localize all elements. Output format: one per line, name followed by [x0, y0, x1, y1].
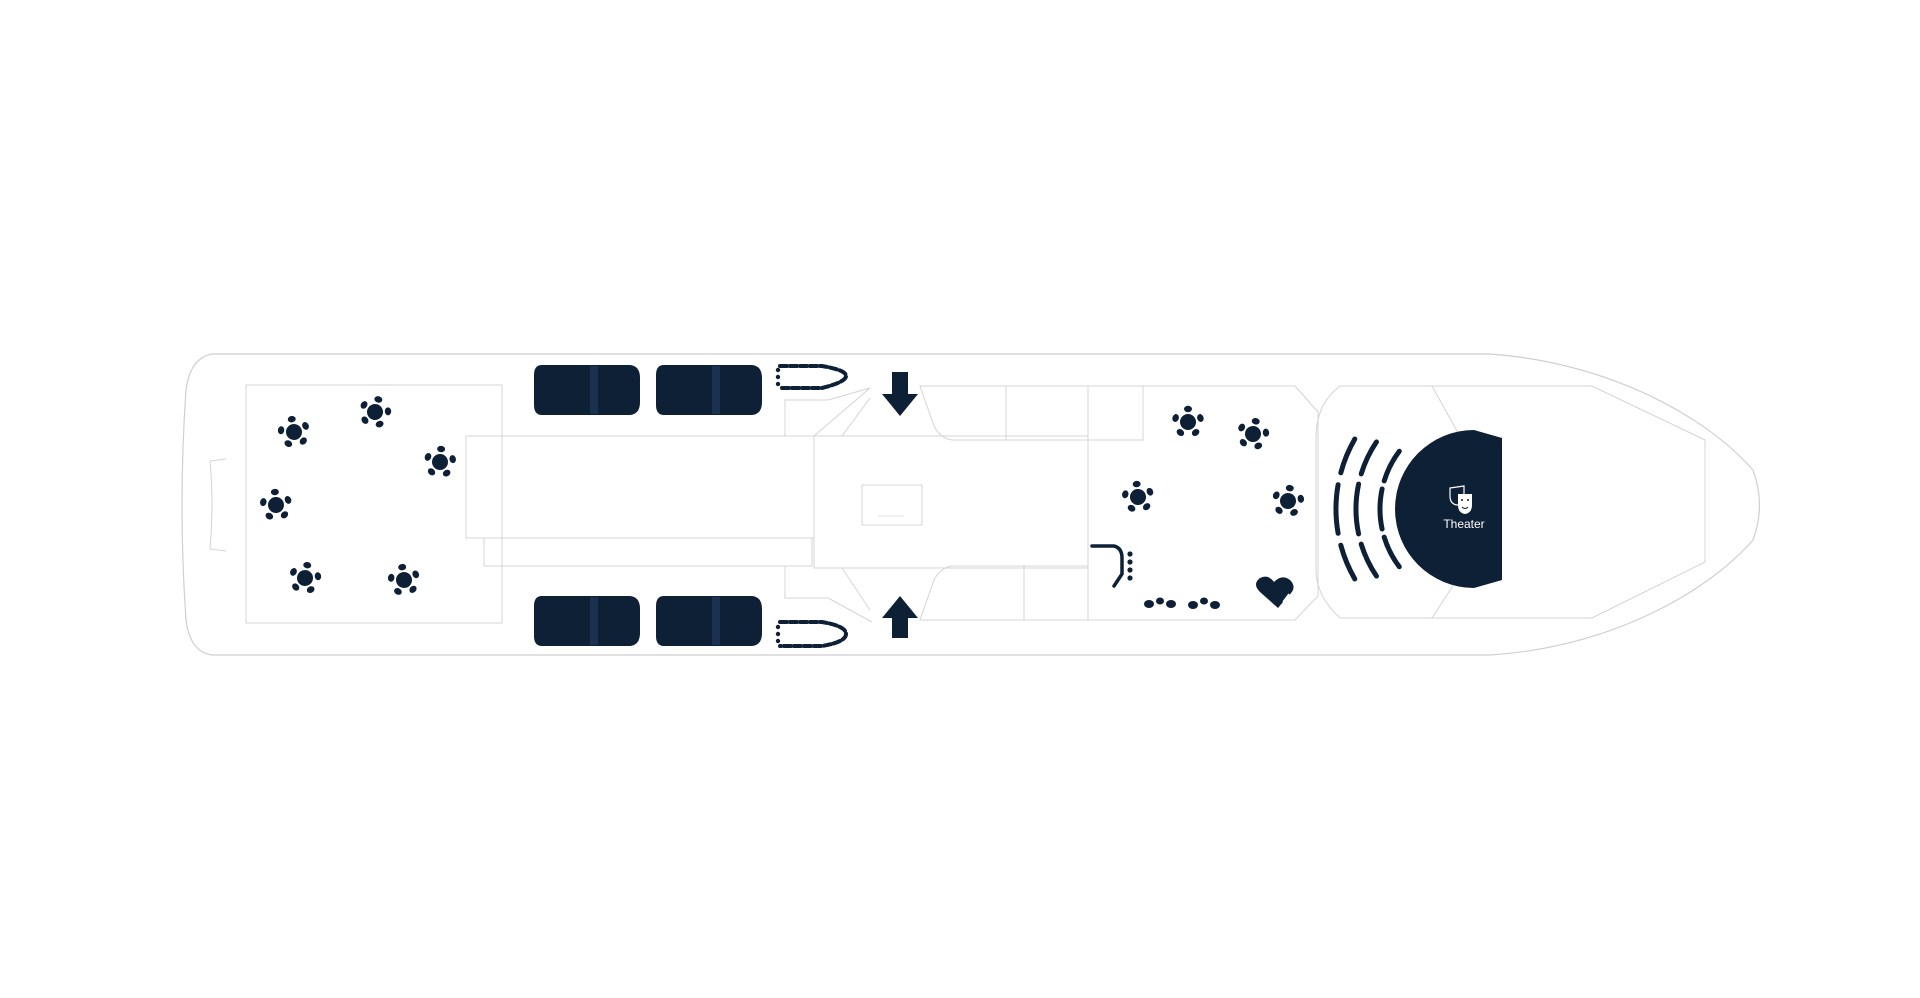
theater-stage — [1395, 430, 1502, 588]
round-table-icon — [360, 396, 392, 428]
upper-ramp — [841, 397, 871, 437]
theater-seat-row — [1377, 486, 1385, 532]
lifeboat-starboard-1 — [534, 596, 640, 646]
theater-seat-row — [1381, 448, 1402, 484]
upper-room-block — [919, 385, 1144, 441]
lounge-seating-pair-2 — [1188, 597, 1220, 609]
theater-seat-row — [1338, 542, 1358, 582]
upper-corridor — [502, 387, 871, 437]
lower-room-block — [919, 565, 1089, 621]
round-table-icon — [424, 445, 456, 477]
round-table-icon — [1272, 484, 1305, 516]
arrow-down-icon — [882, 372, 918, 416]
lounge-seating-pair-1 — [1144, 597, 1176, 608]
bar-counter-icon — [1090, 544, 1133, 588]
lifeboat-port-2 — [656, 365, 762, 415]
bow-deck-outline — [1432, 385, 1706, 619]
round-table-icon — [290, 561, 322, 594]
theater-seat-row — [1338, 436, 1358, 476]
theater-seat-row — [1353, 481, 1362, 537]
theater-seat-row — [1333, 482, 1341, 536]
theater-seat-row — [1358, 439, 1379, 477]
lower-ramp — [841, 567, 871, 611]
theater-label[interactable]: Theater — [1443, 517, 1484, 531]
theater-seat-row — [1381, 534, 1402, 570]
tender-boat-starboard — [775, 620, 849, 648]
round-table-icon — [277, 415, 309, 448]
lower-corridor — [784, 566, 873, 623]
round-table-icon — [1122, 480, 1154, 512]
tender-boat-port — [775, 364, 849, 390]
round-table-icon — [1172, 405, 1204, 436]
round-table-icon — [387, 563, 420, 595]
theater-masks-icon — [1449, 485, 1472, 514]
round-table-icon — [1238, 418, 1270, 450]
stern-nub — [209, 458, 227, 552]
round-table-icon — [260, 488, 292, 520]
central-lower-block — [483, 538, 813, 567]
lifeboat-port-1 — [534, 365, 640, 415]
lifeboat-starboard-2 — [656, 596, 762, 646]
ship-hull-outline — [181, 353, 1761, 656]
aft-terrace — [245, 384, 503, 624]
theater-enclosure — [1315, 385, 1463, 619]
arrow-up-icon — [882, 596, 918, 638]
atrium-desk — [861, 484, 923, 526]
forward-lounge — [1087, 385, 1319, 621]
theater-seat-row — [1358, 541, 1379, 579]
